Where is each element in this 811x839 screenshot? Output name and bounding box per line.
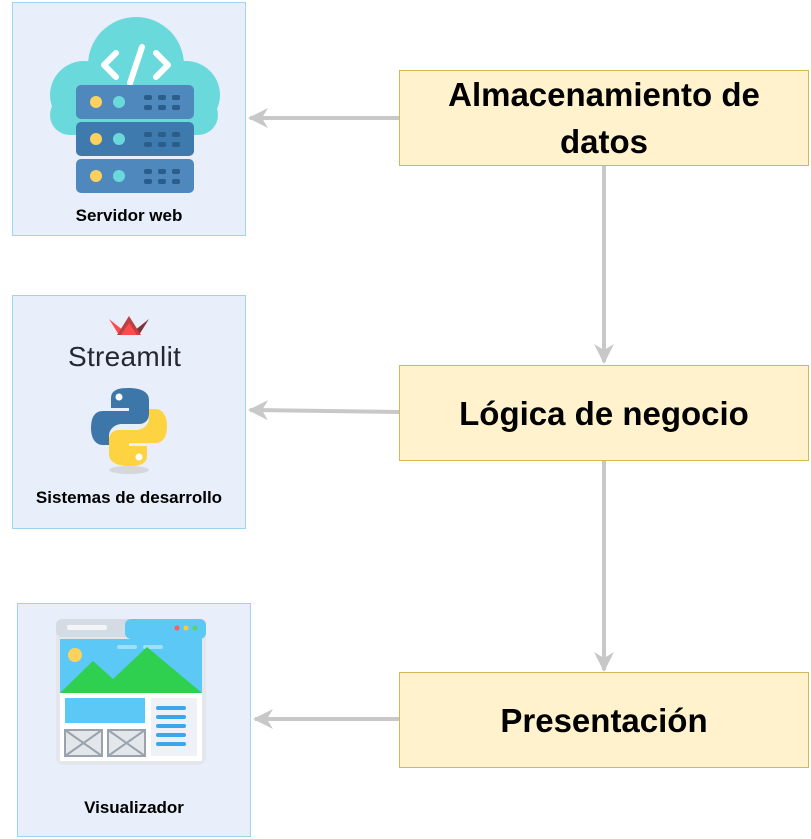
streamlit-crown-icon — [109, 316, 149, 335]
layer-almacenamiento-datos: Almacenamiento de datos — [399, 70, 809, 166]
visualizador-label: Visualizador — [84, 798, 184, 817]
panel-visualizador: Visualizador — [17, 603, 251, 837]
servidor-web-label: Servidor web — [75, 206, 183, 225]
panel-sistemas-desarrollo: Streamlit Sistemas de desarrollo — [12, 295, 246, 529]
python-logo-icon — [91, 388, 167, 474]
streamlit-brand-text: Streamlit — [68, 341, 182, 372]
layer-presentacion: Presentación — [399, 672, 809, 768]
sistemas-desarrollo-label: Sistemas de desarrollo — [35, 488, 223, 507]
arrow-logica-to-sistemas — [248, 400, 400, 421]
browser-window-icon — [56, 619, 206, 765]
cloud-server-icon — [50, 17, 220, 193]
layer-logica-negocio: Lógica de negocio — [399, 365, 809, 461]
logica-negocio-label: Lógica de negocio — [459, 394, 749, 432]
presentacion-label: Presentación — [500, 701, 708, 739]
almacenamiento-datos-label: Almacenamiento de datos — [448, 76, 760, 160]
panel-servidor-web: Servidor web — [12, 2, 246, 236]
